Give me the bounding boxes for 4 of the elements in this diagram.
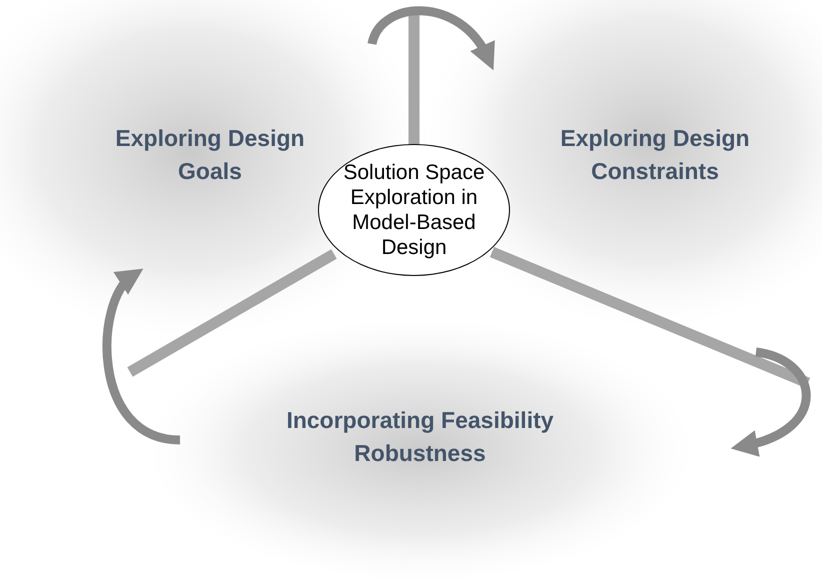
region-heading: Incorporating Feasibility Robustness	[285, 406, 555, 468]
center-label: Solution Space Exploration in Model-Based Design	[342, 160, 486, 260]
region-heading: Exploring Design Goals	[114, 124, 306, 186]
region-heading: Exploring Design Constraints	[559, 124, 751, 186]
